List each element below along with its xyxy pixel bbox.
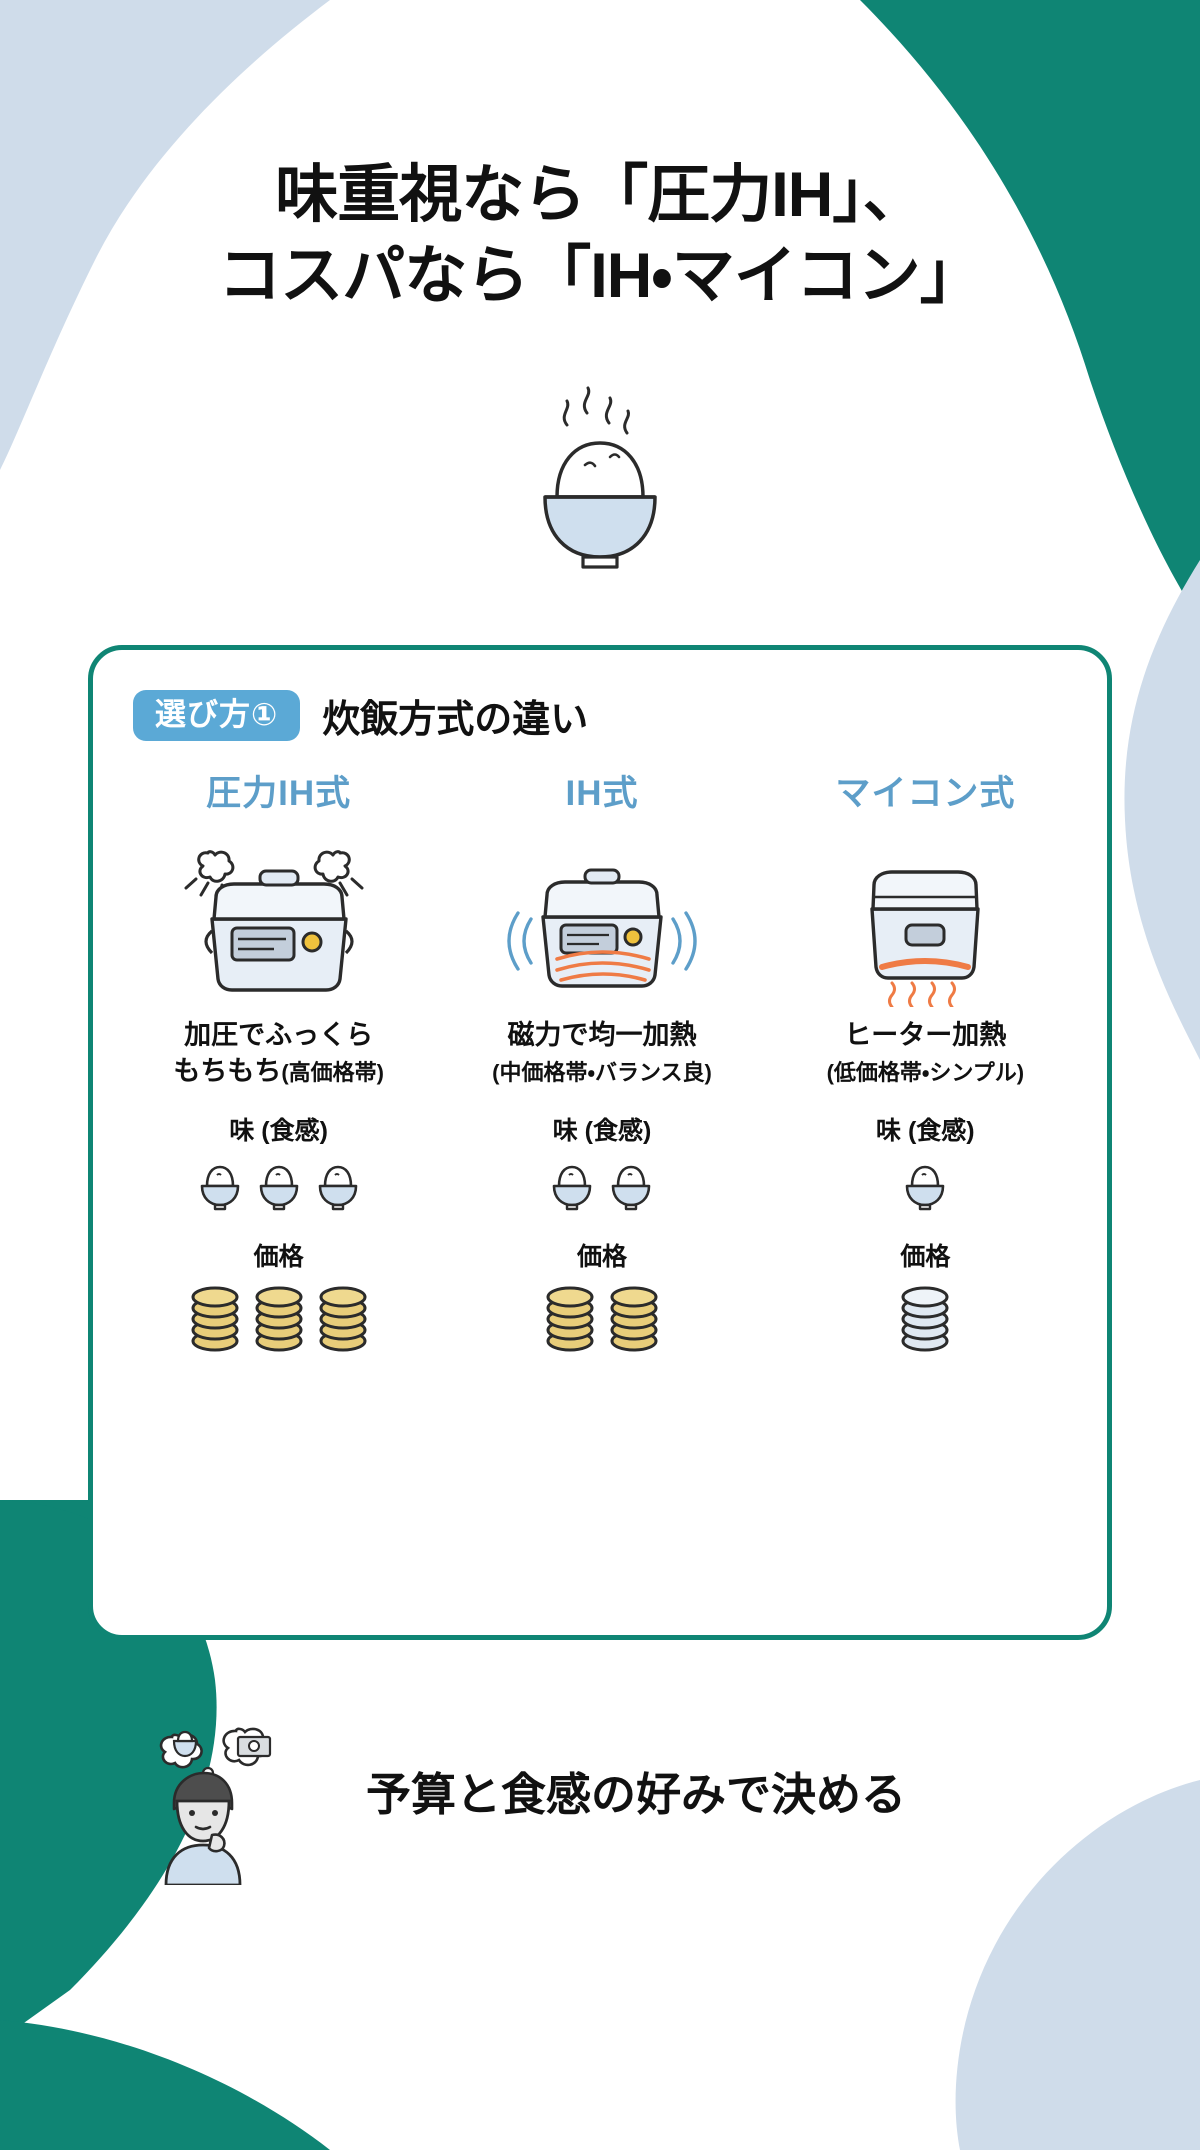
column-description-line1: ヒーター加熱 xyxy=(844,1020,1007,1050)
coin-stack-icon xyxy=(546,1286,594,1352)
taste-rating xyxy=(117,1153,440,1217)
taste-label: 味 (食感) xyxy=(229,1117,328,1146)
rice-bowl-rating-icon xyxy=(259,1165,298,1211)
price-label: 価格 xyxy=(576,1243,627,1272)
column-ih: IH式 xyxy=(440,765,763,1357)
microcomputer-rice-cooker-icon xyxy=(870,870,981,1007)
ih-rice-cooker-icon xyxy=(507,868,697,988)
pressure-ih-rice-cooker-icon xyxy=(184,850,364,992)
footer-text: 予算と食感の好みで決める xyxy=(366,1768,907,1820)
price-label: 価格 xyxy=(253,1243,304,1272)
taste-label: 味 (食感) xyxy=(552,1117,652,1146)
price-rating xyxy=(764,1279,1087,1357)
rice-bowl-rating-icon xyxy=(318,1165,357,1211)
coin-stack-icon xyxy=(191,1286,239,1352)
coin-stack-icon xyxy=(255,1286,303,1352)
column-illustration xyxy=(117,822,440,1012)
coin-stack-icon xyxy=(610,1286,658,1352)
taste-rating xyxy=(764,1153,1087,1217)
coin-stack-icon xyxy=(319,1286,367,1352)
price-label: 価格 xyxy=(900,1243,951,1272)
price-rating xyxy=(117,1279,440,1357)
taste-label: 味 (食感) xyxy=(876,1117,975,1146)
card-header: 選び方① 炊飯方式の違い xyxy=(133,688,588,743)
step-badge: 選び方① xyxy=(133,690,301,741)
column-microcomputer: マイコン式 xyxy=(764,765,1087,1357)
card-heading: 炊飯方式の違い xyxy=(322,699,589,741)
column-title: 圧力IH式 xyxy=(206,774,352,813)
price-rating xyxy=(440,1279,763,1357)
column-description: ヒーター加熱 (低価格帯・シンプル) xyxy=(764,1018,1087,1089)
column-price-band-note: (低価格帯・シンプル) xyxy=(826,1059,1025,1085)
column-description-line1: 磁力で均一加熱 xyxy=(507,1020,697,1050)
steaming-rice-bowl-icon xyxy=(543,386,657,569)
column-description: 加圧でふっくら もちもち(高価格帯) xyxy=(117,1018,440,1089)
money-bill-thought-icon xyxy=(222,1727,272,1767)
rice-bowl-rating-icon xyxy=(553,1165,592,1211)
comparison-card: 選び方① 炊飯方式の違い 圧力IH式 xyxy=(88,645,1112,1640)
column-illustration xyxy=(764,822,1087,1012)
column-illustration xyxy=(440,822,763,1012)
taste-rating xyxy=(440,1153,763,1217)
column-description-line2: もちもち xyxy=(173,1055,282,1086)
rice-bowl-thought-icon xyxy=(159,1730,203,1769)
column-description-line1: 加圧でふっくら xyxy=(184,1020,374,1050)
rice-bowl-rating-icon xyxy=(200,1165,239,1211)
comparison-columns: 圧力IH式 xyxy=(117,765,1087,1357)
coin-stack-icon xyxy=(901,1286,949,1352)
rice-bowl-rating-icon xyxy=(612,1165,651,1211)
column-pressure-ih: 圧力IH式 xyxy=(117,765,440,1357)
column-price-band-note: (高価格帯) xyxy=(281,1059,384,1085)
title-line-2: コスパなら「IH・マイコン」 xyxy=(218,240,982,311)
title-line-1: 味重視なら「圧力IH」、 xyxy=(275,160,926,230)
rice-bowl-rating-icon xyxy=(906,1165,945,1211)
thinking-person-icon xyxy=(159,1727,272,1885)
page-title: 味重視なら「圧力IH」、 コスパなら「IH・マイコン」 xyxy=(0,155,1200,316)
hero-illustration xyxy=(0,385,1200,580)
column-title: マイコン式 xyxy=(835,774,1016,813)
column-price-band-note: (中価格帯・バランス良) xyxy=(492,1059,712,1085)
column-title: IH式 xyxy=(565,774,639,813)
footer-conclusion: 予算と食感の好みで決める xyxy=(150,1690,1110,1890)
column-description: 磁力で均一加熱 (中価格帯・バランス良) xyxy=(440,1018,763,1089)
